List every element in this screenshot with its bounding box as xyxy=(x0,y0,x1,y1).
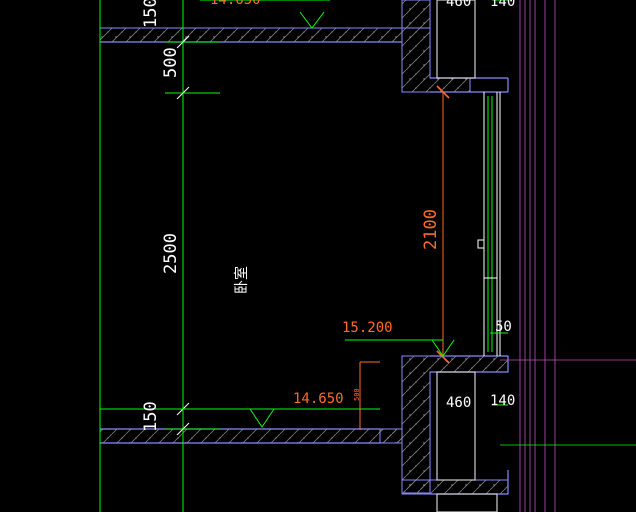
bottom-beam xyxy=(379,355,509,494)
dim-slab-top: 150 xyxy=(141,0,161,28)
top-beam xyxy=(401,27,471,93)
floor-slabs xyxy=(99,0,509,495)
room-label: 卧室 xyxy=(233,266,250,294)
dim-offset-bottom: 140 xyxy=(490,393,515,409)
elevation-top-cut: 14.650 xyxy=(210,0,261,8)
dim-wall-bottom: 460 xyxy=(446,395,471,411)
dimension-labels: 150 500 2500 150 2100 500 460 140 460 14… xyxy=(141,0,515,432)
top-beam-upper xyxy=(401,0,431,29)
elevation-markers xyxy=(200,0,508,428)
dim-slab-bottom: 150 xyxy=(141,401,161,432)
dim-window-height: 2100 xyxy=(421,209,441,250)
elevation-marker-top xyxy=(200,0,330,29)
dim-offset-top: 140 xyxy=(490,0,515,10)
elevation-marker-floor xyxy=(210,408,290,428)
elevation-floor: 14.650 xyxy=(293,391,344,407)
window-dimension xyxy=(359,85,450,430)
elevation-marker-sill xyxy=(345,339,455,357)
dim-top-segment: 500 xyxy=(161,47,181,78)
dim-small-gap: 50 xyxy=(495,319,512,335)
top-slab-band xyxy=(99,27,403,43)
dim-middle-segment: 2500 xyxy=(161,233,181,274)
elevation-window-sill: 15.200 xyxy=(342,320,393,336)
dim-sill-height: 500 xyxy=(353,388,361,401)
facade-lines xyxy=(477,0,636,512)
bottom-ledge xyxy=(401,479,509,495)
dim-wall-top: 460 xyxy=(446,0,471,10)
